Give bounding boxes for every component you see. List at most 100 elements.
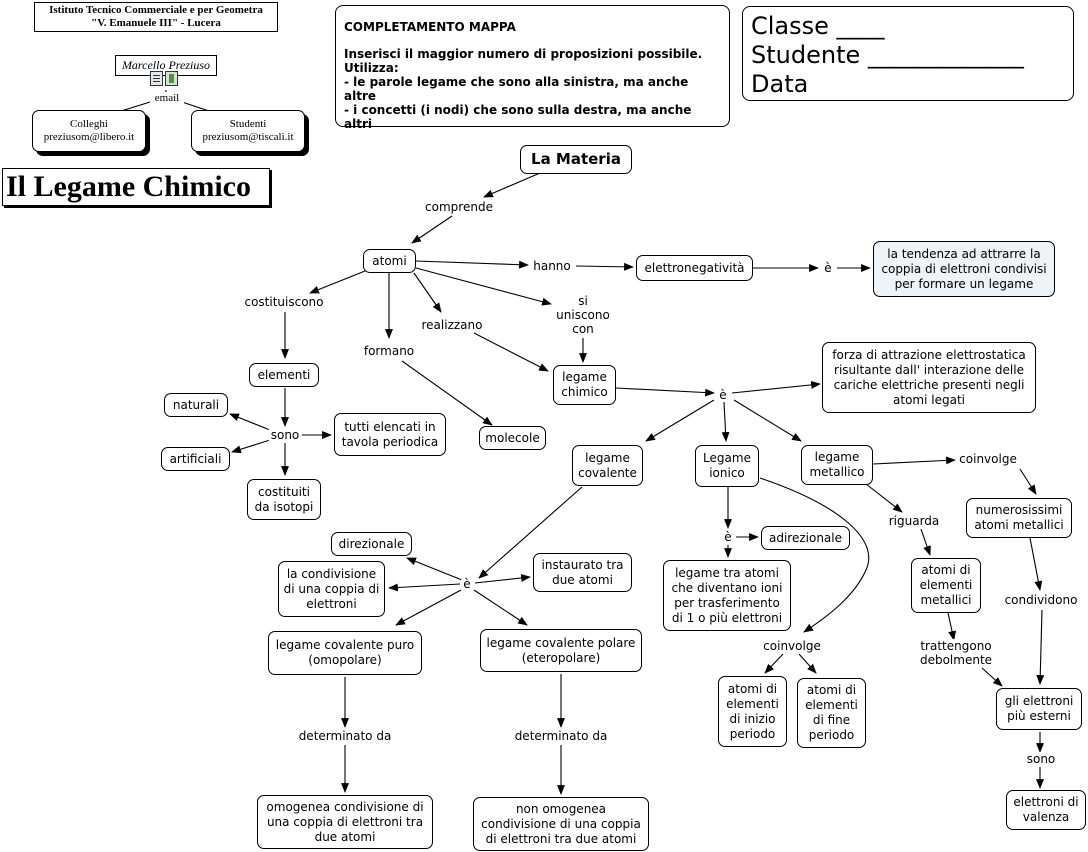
- instructions-line: - le parole legame che sono alla sinistr…: [344, 75, 689, 103]
- node-legame-metallico[interactable]: legame metallico: [801, 445, 873, 485]
- instructions-line: Inserisci il maggior numero di proposizi…: [344, 47, 703, 61]
- arrow-sono-artificiali: [231, 439, 271, 454]
- arrow-atomi-realizzano: [413, 272, 442, 313]
- node-la-materia[interactable]: La Materia: [520, 145, 632, 174]
- node-forza-attrazione[interactable]: forza di attrazione elettrostatica risul…: [822, 342, 1036, 413]
- link-riguarda: riguarda: [886, 514, 942, 528]
- arrow-atomimetallici-trattengono: [947, 612, 956, 641]
- link-e-elettronegativita: è: [822, 261, 834, 275]
- arrow-comprende-atomi: [411, 215, 453, 244]
- node-adirezionale[interactable]: adirezionale: [761, 526, 850, 550]
- document-icon[interactable]: [150, 71, 163, 86]
- link-trattengono-debolmente: trattengono debolmente: [917, 639, 995, 667]
- arrow-chimico-e: [615, 387, 715, 397]
- node-condivisione[interactable]: la condivisione di una coppia di elettro…: [278, 561, 385, 617]
- link-e-covalente: è: [461, 577, 473, 591]
- studente-field[interactable]: Studente _____________: [751, 41, 1024, 69]
- school-location: "V. Emanuele III" - Lucera: [91, 17, 221, 29]
- arrow-covalente-e: [478, 486, 583, 579]
- instructions-heading: COMPLETAMENTO MAPPA: [344, 20, 516, 34]
- link-coinvolge-ionico: coinvolge: [761, 639, 823, 653]
- arrow-sono-naturali: [229, 413, 271, 431]
- arrow-coinvolge-fine: [798, 653, 817, 674]
- link-e-ionico: è: [722, 530, 734, 544]
- studenti-email[interactable]: preziusom@tiscali.it: [202, 131, 294, 143]
- link-e-legame-chimico: è: [717, 388, 729, 402]
- node-artificiali[interactable]: artificiali: [161, 447, 230, 471]
- studenti-label: Studenti: [229, 118, 267, 130]
- node-ioni[interactable]: legame tra atomi che diventano ioni per …: [663, 560, 791, 631]
- arrow-materia-comprende: [483, 172, 541, 198]
- school-name: Istituto Tecnico Commerciale e per Geome…: [49, 4, 263, 16]
- node-legame-chimico[interactable]: legame chimico: [553, 365, 616, 405]
- classe-field[interactable]: Classe ____: [751, 12, 885, 40]
- data-field[interactable]: Data: [751, 70, 809, 98]
- arrow-e-puro: [395, 589, 462, 626]
- link-determinato-da-polare: determinato da: [512, 729, 610, 743]
- node-elementi[interactable]: elementi: [249, 363, 319, 387]
- link-costituiscono: costituiscono: [242, 295, 326, 309]
- node-atomi[interactable]: atomi: [363, 249, 416, 273]
- node-numerosissimi[interactable]: numerosissimi atomi metallici: [966, 498, 1072, 538]
- node-legame-ionico[interactable]: Legame ionico: [695, 445, 759, 487]
- studenti-email-box[interactable]: Studenti preziusom@tiscali.it: [191, 110, 305, 152]
- node-instaurato[interactable]: instaurato tra due atomi: [533, 553, 632, 592]
- node-elettroni-valenza[interactable]: elettroni di valenza: [1006, 790, 1086, 830]
- instructions-box: COMPLETAMENTO MAPPA Inserisci il maggior…: [335, 5, 730, 131]
- arrow-atomi-uniscono: [415, 267, 552, 306]
- node-tendenza[interactable]: la tendenza ad attrarre la coppia di ele…: [873, 241, 1055, 297]
- node-naturali[interactable]: naturali: [164, 393, 228, 417]
- page-title: Il Legame Chimico: [6, 170, 251, 203]
- colleghi-label: Colleghi: [70, 118, 108, 130]
- node-isotopi[interactable]: costituiti da isotopi: [247, 479, 321, 520]
- node-elettronegativita[interactable]: elettronegatività: [636, 255, 753, 281]
- link-hanno: hanno: [531, 259, 573, 273]
- film-icon[interactable]: [165, 71, 178, 86]
- node-direzionale[interactable]: direzionale: [331, 532, 412, 556]
- arrow-e-covalente: [645, 399, 715, 442]
- arrow-metallico-coinvolge: [872, 456, 956, 465]
- page-title-box: Il Legame Chimico: [2, 168, 270, 206]
- arrow-trattengono-esterni: [981, 667, 1003, 687]
- colleghi-email[interactable]: preziusom@libero.it: [43, 131, 135, 143]
- node-covalente-polare[interactable]: legame covalente polare (eteropolare): [480, 629, 642, 672]
- arrow-hanno-elettroneg: [575, 262, 634, 271]
- node-omogenea[interactable]: omogenea condivisione di una coppia di e…: [257, 795, 433, 849]
- instructions-line: - i concetti (i nodi) che sono sulla des…: [344, 103, 692, 131]
- link-coinvolge-metallico: coinvolge: [957, 452, 1019, 466]
- student-info-box[interactable]: Classe ____ Studente _____________ Data: [742, 6, 1074, 101]
- node-covalente-puro[interactable]: legame covalente puro (omopolare): [268, 631, 422, 675]
- arrow-e-condivisione: [388, 583, 461, 592]
- node-non-omogenea[interactable]: non omogenea condivisione di una coppia …: [473, 797, 649, 851]
- node-inizio-periodo[interactable]: atomi di elementi di inizio periodo: [718, 676, 787, 747]
- node-legame-covalente[interactable]: legame covalente: [572, 445, 643, 486]
- arrow-formano-molecole: [401, 360, 493, 426]
- link-sono-valenza: sono: [1024, 752, 1058, 766]
- email-label: email: [150, 92, 184, 104]
- link-condividono: condividono: [1002, 593, 1080, 607]
- arrow-e-polare: [473, 589, 528, 626]
- arrow-e-instaurato: [474, 574, 531, 584]
- node-elettroni-esterni[interactable]: gli elettroni più esterni: [996, 688, 1082, 730]
- arrow-condividono-esterni: [1036, 609, 1045, 685]
- arrow-metallico-riguarda: [865, 483, 903, 513]
- arrow-numerosissimi-condividono: [1029, 537, 1043, 591]
- arrow-e-direzionale: [406, 557, 463, 581]
- node-tavola-periodica[interactable]: tutti elencati in tavola periodica: [334, 413, 446, 456]
- node-molecole[interactable]: molecole: [479, 426, 546, 450]
- link-comprende: comprende: [423, 200, 495, 214]
- colleghi-email-box[interactable]: Colleghi preziusom@libero.it: [32, 110, 146, 152]
- node-fine-periodo[interactable]: atomi di elementi di fine periodo: [797, 678, 866, 748]
- node-atomi-metallici[interactable]: atomi di elementi metallici: [911, 558, 981, 613]
- link-realizzano: realizzano: [419, 318, 485, 332]
- arrow-atomi-costituiscono: [309, 270, 366, 294]
- arrow-coinvolge-numerosissimi: [1019, 468, 1037, 495]
- link-si-uniscono-con: si uniscono con: [554, 294, 612, 336]
- arrow-coinvolge-inizio: [764, 653, 784, 674]
- arrow-riguarda-atomimetallici: [920, 528, 931, 556]
- link-formano: formano: [361, 344, 417, 358]
- author-name: Marcello Preziuso: [121, 58, 211, 72]
- resource-icons[interactable]: [150, 71, 178, 86]
- author-box: Marcello Preziuso: [115, 55, 217, 76]
